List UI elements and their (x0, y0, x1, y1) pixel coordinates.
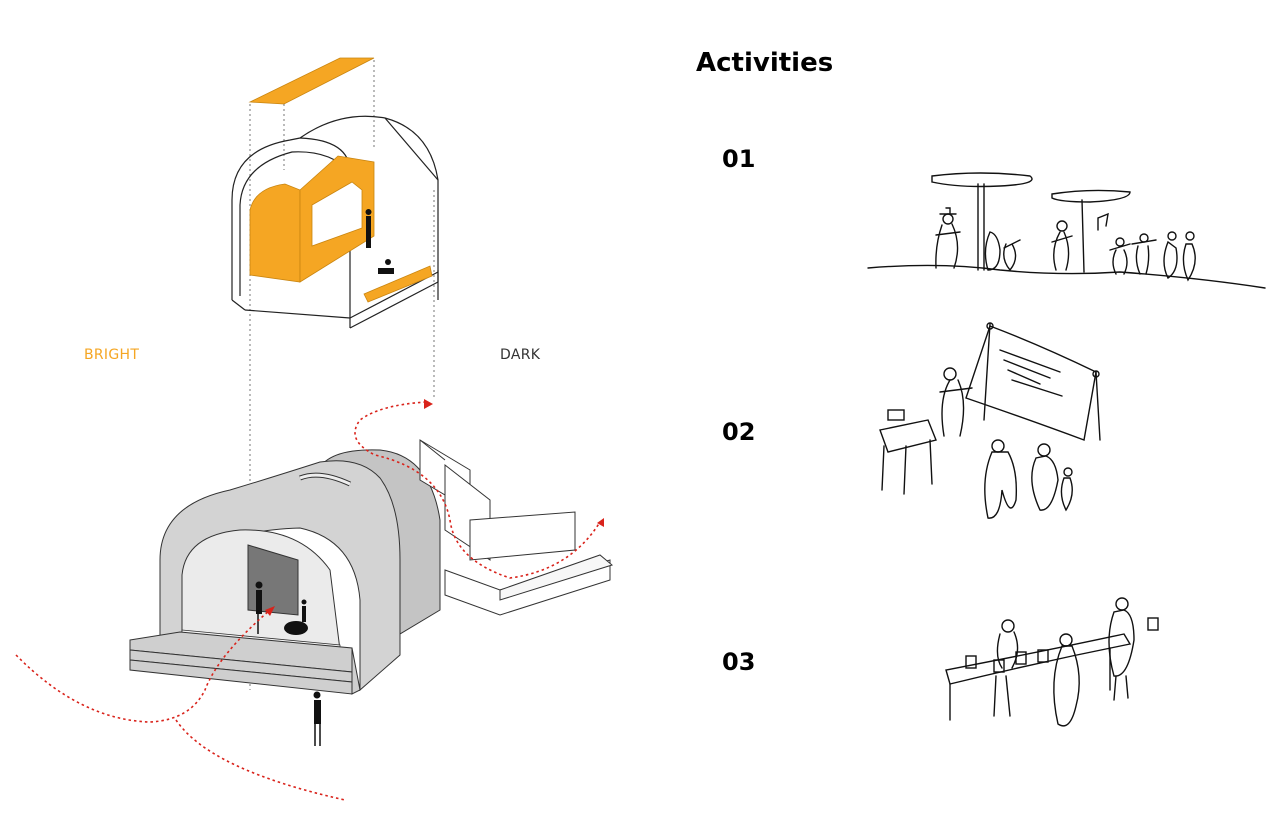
lower-figures (255, 581, 321, 746)
adjacent-volumes (419, 439, 614, 616)
sketch-01-outdoor-gathering (867, 172, 1266, 289)
sketch-03-dining-table (945, 597, 1159, 727)
upper-module-bright-walls (249, 155, 433, 303)
upper-module-figures (365, 209, 394, 274)
activity-number-03: 03 (722, 648, 756, 676)
activity-number-02: 02 (722, 418, 756, 446)
roof-light-panel (248, 57, 375, 105)
sketch-02-screening (879, 322, 1101, 519)
pavilion-axonometric-diagram (15, 57, 614, 801)
activity-number-01: 01 (722, 145, 756, 173)
pavilion-steps (129, 631, 361, 695)
path-arrowheads (265, 399, 604, 616)
dark-label: DARK (500, 347, 541, 363)
activities-title: Activities (696, 48, 834, 78)
bright-label: BRIGHT (84, 347, 140, 363)
circulation-paths (15, 401, 601, 801)
projection-lines (249, 60, 435, 690)
